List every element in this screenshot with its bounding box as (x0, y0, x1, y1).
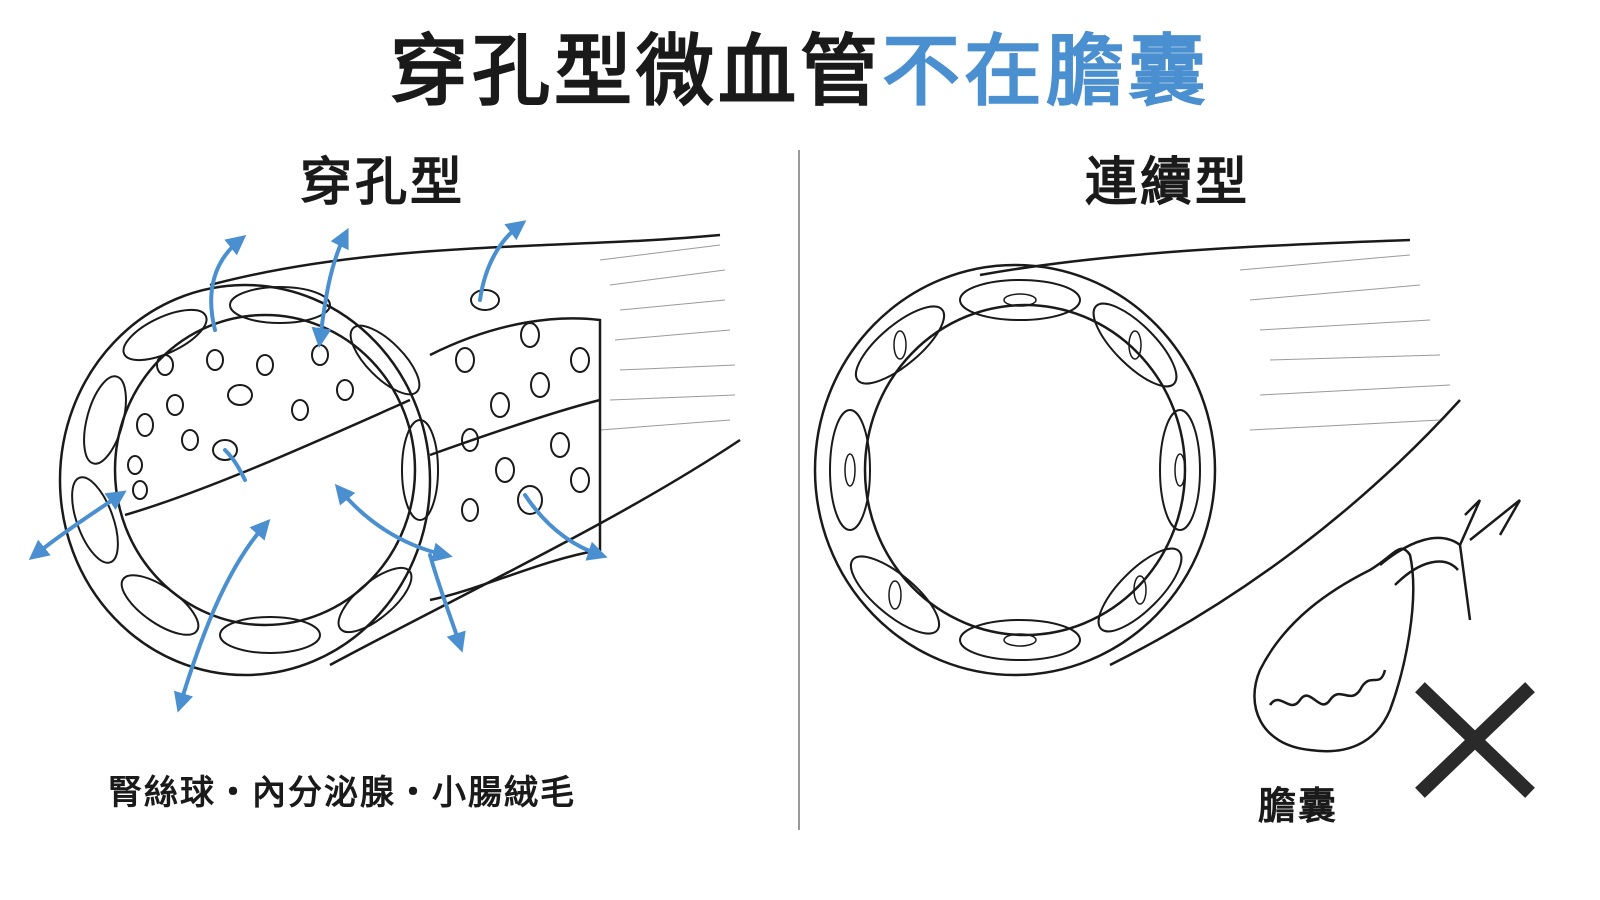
continuous-heading: 連續型 (1085, 153, 1251, 213)
gallbladder-label: 膽囊 (1258, 784, 1339, 828)
fenestrated-heading: 穿孔型 (300, 153, 466, 213)
fenestrated-capillary (58, 233, 741, 677)
fenestrated-locations: 腎絲球・內分泌腺・小腸絨毛 (108, 773, 576, 813)
gallbladder-drawing (1253, 499, 1522, 753)
title-main: 穿孔型微血管 (389, 27, 882, 117)
diffusion-arrows (28, 220, 608, 713)
continuous-capillary (813, 238, 1461, 677)
x-mark-icon (1415, 682, 1535, 798)
title-accent: 不在膽囊 (882, 27, 1211, 117)
panel-divider (798, 150, 800, 830)
page-title: 穿孔型微血管不在膽囊 (0, 22, 1600, 122)
